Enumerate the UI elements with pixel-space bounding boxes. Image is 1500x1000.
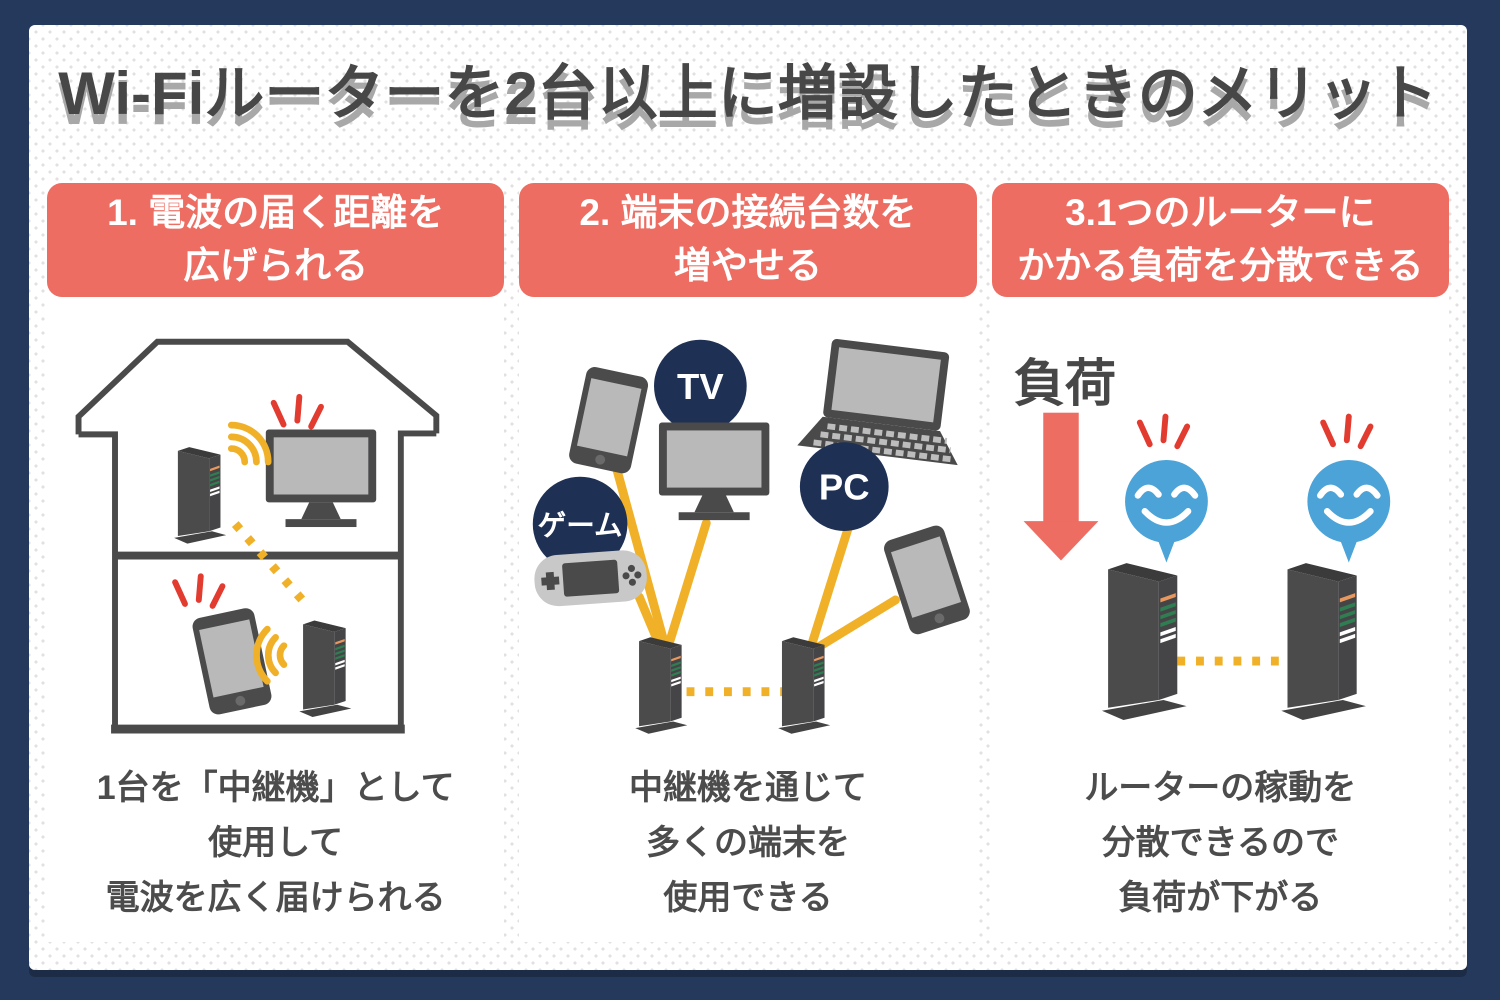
caption-line: 中継機を通じて [628,769,867,807]
illustration-many-devices: TV PC ゲーム [533,303,976,734]
badge-pc-label: PC [819,466,870,507]
badge-pc: PC [800,442,889,531]
badge-game-label: ゲーム [538,510,623,542]
illustration-load-share: 負荷 [1013,355,1449,721]
column-3-header-line1: 3.1つのルーターに [1065,192,1376,234]
page-title: Wi-Fiルーターを2台以上に増設したときのメリット [58,60,1438,127]
router-icon [299,620,352,718]
caption-line: 電波を広く届けられる [105,879,446,918]
phone-icon [190,606,274,717]
column-3-header-line2: かかる負荷を分散できる [1017,245,1424,286]
caption-line: 多くの端末を [645,824,850,863]
badge-tv-label: TV [677,366,724,407]
sparkle-marks-icon [274,397,321,427]
relay-dotted-link [231,521,313,611]
column-1-caption: 1台を「中継機」として 使用して 電波を広く届けられる [47,755,504,942]
game-console-icon [533,548,649,608]
sparkle-marks-icon [1323,417,1370,447]
smiley-bubble-icon [1125,460,1208,563]
router-icon [778,637,831,734]
caption-line: ルーターの稼動を [1084,769,1357,807]
smiley-bubble-icon [1307,460,1390,563]
router-icon [635,637,688,734]
column-3-header: 3.1つのルーターに かかる負荷を分散できる [991,183,1449,297]
column-2-caption: 中継機を通じて 多くの端末を 使用できる [519,755,976,942]
badge-tv: TV [654,339,748,433]
infographic-panel: Wi-Fiルーターを2台以上に増設したときのメリット 1. 電波の届く距離を 広… [29,25,1467,970]
connection-lines [608,449,901,651]
tv-icon [265,429,377,528]
router-icon [174,447,227,544]
illustration-house-relay [75,338,440,734]
sparkle-marks-icon [175,576,222,606]
phone-icon [882,523,973,637]
column-extend-range: 1. 電波の届く距離を 広げられる [47,183,505,942]
caption-line: 使用して [208,824,344,863]
column-1-header: 1. 電波の届く距離を 広げられる [47,183,505,297]
tv-icon [659,422,770,521]
wifi-waves-icon [231,425,268,462]
column-more-devices: 2. 端末の接続台数を 増やせる TV [519,183,977,942]
router-icon [1280,563,1366,721]
columns-container: 1. 電波の届く距離を 広げられる [47,183,1449,942]
laptop-icon [798,336,972,465]
column-load-balance: 3.1つのルーターに かかる負荷を分散できる 負荷 ルーターの稼動を 分散 [991,183,1449,942]
column-1-header-line2: 広げられる [183,245,369,286]
caption-line: 負荷が下がる [1118,879,1323,918]
column-2-header: 2. 端末の接続台数を 増やせる [519,183,977,297]
column-2-header-line1: 2. 端末の接続台数を [579,192,917,234]
load-label: 負荷 [1013,355,1115,412]
sparkle-marks-icon [1139,417,1186,447]
column-3-caption: ルーターの稼動を 分散できるので 負荷が下がる [992,755,1449,942]
caption-line: 使用できる [663,879,833,918]
caption-line: 1台を「中継機」として [96,769,455,807]
column-2-header-line2: 増やせる [673,245,822,286]
column-1-header-line1: 1. 電波の届く距離を [107,192,445,234]
caption-line: 分散できるので [1101,824,1339,863]
phone-icon [567,365,651,475]
load-arrow [1023,412,1099,561]
router-icon [1101,563,1187,721]
badge-game: ゲーム [533,476,628,572]
